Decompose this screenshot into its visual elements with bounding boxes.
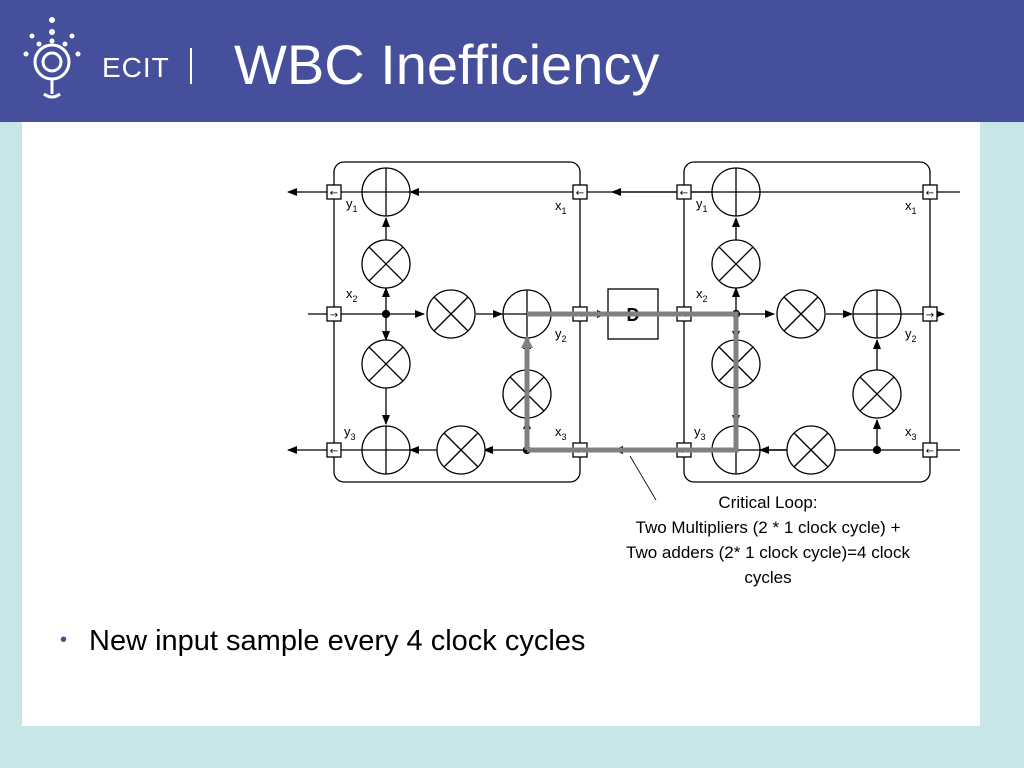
header-bar: ECIT WBC Inefficiency <box>0 0 1024 122</box>
label-y3: y3 <box>344 424 356 442</box>
cell-1-frame <box>333 161 581 483</box>
critical-loop-path <box>521 311 739 453</box>
slide-body: D ← ← → → ← ← ← ← → → ← ← y1 x1 x2 y2 y3… <box>22 122 980 726</box>
multiplier-symbol <box>711 239 761 289</box>
multiplier-symbol <box>361 239 411 289</box>
cell-1 <box>287 161 960 483</box>
logo-divider <box>190 48 192 84</box>
cell-2 <box>611 161 945 483</box>
adder-symbol <box>852 289 902 339</box>
callout-leader-line <box>629 455 657 501</box>
left-arrow-icon: ← <box>576 188 584 199</box>
left-arrow-icon: ← <box>680 188 688 199</box>
label-x1: x1 <box>555 198 567 216</box>
page-title: WBC Inefficiency <box>234 33 660 96</box>
right-arrow-icon: → <box>330 310 338 321</box>
label-y1: y1 <box>696 196 708 214</box>
left-arrow-icon: ← <box>330 446 338 457</box>
left-arrow-icon: ← <box>926 446 934 457</box>
logo-text: ECIT <box>102 52 170 83</box>
bullet-text: New input sample every 4 clock cycles <box>89 625 586 657</box>
multiplier-symbol <box>361 339 411 389</box>
multiplier-symbol <box>786 425 836 475</box>
adder-symbol <box>711 167 761 217</box>
label-y2: y2 <box>555 326 567 344</box>
bullet-item: • New input sample every 4 clock cycles <box>60 625 585 658</box>
bullet-icon: • <box>60 629 68 651</box>
label-x3: x3 <box>905 424 917 442</box>
adder-symbol <box>361 167 411 217</box>
label-x1: x1 <box>905 198 917 216</box>
multiplier-symbol <box>436 425 486 475</box>
wbc-block-diagram: D ← ← → → ← ← ← ← → → ← ← y1 x1 x2 y2 y3… <box>287 161 960 501</box>
label-y1: y1 <box>346 196 358 214</box>
cell-2-frame <box>683 161 931 483</box>
left-arrow-icon: ← <box>926 188 934 199</box>
ecit-logo-icon <box>23 17 81 99</box>
multiplier-symbol <box>426 289 476 339</box>
label-x2: x2 <box>346 286 358 304</box>
label-x2: x2 <box>696 286 708 304</box>
port-labels: y1 x1 x2 y2 y3 x3 y1 x1 x2 y2 y3 x3 <box>344 196 917 442</box>
adder-symbol <box>361 425 411 475</box>
multiplier-symbol <box>776 289 826 339</box>
right-arrow-icon: → <box>926 310 934 321</box>
label-y2: y2 <box>905 326 917 344</box>
label-x3: x3 <box>555 424 567 442</box>
left-arrow-icon: ← <box>330 188 338 199</box>
label-y3: y3 <box>694 424 706 442</box>
multiplier-symbol <box>852 369 902 419</box>
critical-loop-caption: Critical Loop: Two Multipliers (2 * 1 cl… <box>626 493 910 587</box>
